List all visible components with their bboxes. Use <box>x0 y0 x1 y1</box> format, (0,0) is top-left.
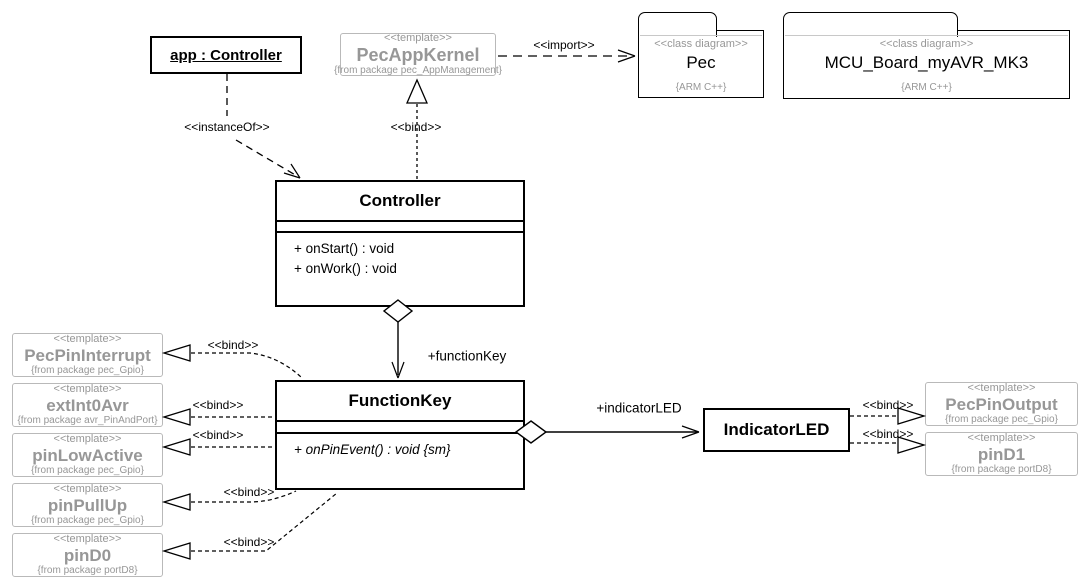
edge-aggregation-functionkey-indicatorled <box>514 420 700 444</box>
template-node-pecappkernel[interactable]: <<template>> PecAppKernel {from package … <box>334 32 502 76</box>
template-name: PecPinOutput <box>945 395 1058 414</box>
template-name: pinD0 <box>63 546 112 565</box>
class-title: IndicatorLED <box>723 420 830 439</box>
hollow-triangle-icon <box>161 493 191 511</box>
hollow-triangle-icon <box>406 78 428 104</box>
edge-label-import: <<import>> <box>533 38 595 52</box>
operation: + onWork() : void <box>294 261 397 276</box>
template-node-extint0avr[interactable]: <<template>> extInt0Avr {from package av… <box>12 383 163 427</box>
stereotype-label: <<template>> <box>53 333 122 345</box>
template-node-pind0[interactable]: <<template>> pinD0 {from package portD8} <box>12 533 163 577</box>
open-arrowhead-icon <box>283 163 301 179</box>
operations-compartment: + onPinEvent() : void {sm} <box>277 432 523 460</box>
edge-label-bind-pecpinoutput: <<bind>> <box>862 398 914 412</box>
instance-node-app-controller[interactable]: app : Controller <box>150 36 302 74</box>
attributes-compartment <box>277 220 523 231</box>
edge-label-bind-pinpullup: <<bind>> <box>223 485 275 499</box>
open-arrowhead-icon <box>617 49 636 63</box>
class-node-indicatorled[interactable]: IndicatorLED <box>703 408 850 452</box>
class-node-controller[interactable]: Controller + onStart() : void + onWork()… <box>275 180 525 307</box>
from-package-label: {from package pec_Gpio} <box>945 414 1058 425</box>
stereotype-label: <<class diagram>> <box>654 38 748 50</box>
operation: + onStart() : void <box>294 241 395 256</box>
edge-label-bind-pind0: <<bind>> <box>223 535 275 549</box>
template-name: PecPinInterrupt <box>24 346 151 365</box>
open-arrowhead-icon <box>681 425 700 439</box>
template-name: pinPullUp <box>47 496 128 515</box>
template-name: PecAppKernel <box>356 45 480 65</box>
stereotype-label: <<template>> <box>384 32 452 44</box>
stereotype-label: <<template>> <box>53 383 122 395</box>
template-node-pecpininterrupt[interactable]: <<template>> PecPinInterrupt {from packa… <box>12 333 163 377</box>
edge-label-functionkey-role: +functionKey <box>427 348 507 364</box>
stereotype-label: <<class diagram>> <box>879 38 974 50</box>
from-package-label: {from package pec_Gpio} <box>31 365 144 376</box>
class-node-functionkey[interactable]: FunctionKey + onPinEvent() : void {sm} <box>275 380 525 490</box>
stereotype-label: <<template>> <box>967 432 1036 444</box>
attributes-compartment <box>277 420 523 432</box>
from-package-label: {from package pec_Gpio} <box>31 465 144 476</box>
from-package-label: {from package portD8} <box>37 565 138 576</box>
edge-label-bind-pecappkernel: <<bind>> <box>390 120 442 134</box>
edge-label-bind-pind1: <<bind>> <box>862 427 914 441</box>
package-tag: {ARM C++} <box>901 82 952 93</box>
template-node-pind1[interactable]: <<template>> pinD1 {from package portD8} <box>925 432 1078 476</box>
package-name: MCU_Board_myAVR_MK3 <box>824 53 1029 72</box>
edge-label-indicatorled-role: +indicatorLED <box>596 400 682 416</box>
hollow-triangle-icon <box>161 344 191 362</box>
operation: + onPinEvent() : void {sm} <box>294 442 451 457</box>
template-name: extInt0Avr <box>46 396 129 415</box>
package-tab <box>638 12 717 37</box>
from-package-label: {from package pec_AppManagement} <box>334 65 502 76</box>
from-package-label: {from package portD8} <box>951 464 1052 475</box>
package-tab <box>783 12 958 37</box>
edge-label-bind-extint0avr: <<bind>> <box>192 398 244 412</box>
stereotype-label: <<template>> <box>53 483 122 495</box>
instance-label: app : Controller <box>170 46 282 64</box>
hollow-triangle-icon <box>161 542 191 560</box>
class-title: FunctionKey <box>348 391 452 410</box>
edge-label-bind-pinlowactive: <<bind>> <box>192 428 244 442</box>
package-body <box>783 30 1070 99</box>
template-node-pinpullup[interactable]: <<template>> pinPullUp {from package pec… <box>12 483 163 527</box>
template-node-pinlowactive[interactable]: <<template>> pinLowActive {from package … <box>12 433 163 477</box>
edge-aggregation-controller-functionkey <box>382 299 414 379</box>
template-name: pinD1 <box>977 445 1026 464</box>
template-node-pecpinoutput[interactable]: <<template>> PecPinOutput {from package … <box>925 382 1078 426</box>
stereotype-label: <<template>> <box>53 533 122 545</box>
stereotype-label: <<template>> <box>53 433 122 445</box>
class-title: Controller <box>359 191 441 210</box>
package-divider <box>785 35 1068 36</box>
package-name: Pec <box>686 53 716 72</box>
edge-label-instanceof: <<instanceOf>> <box>184 120 270 134</box>
from-package-label: {from package avr_PinAndPort} <box>17 415 158 426</box>
edge-bind-functionkey-pind0 <box>161 492 338 560</box>
hollow-triangle-icon <box>161 438 191 456</box>
from-package-label: {from package pec_Gpio} <box>31 515 144 526</box>
open-arrowhead-icon <box>391 361 405 379</box>
template-name: pinLowActive <box>32 446 143 465</box>
hollow-triangle-icon <box>161 408 191 426</box>
package-divider <box>640 35 762 36</box>
package-tag: {ARM C++} <box>675 82 727 93</box>
stereotype-label: <<template>> <box>967 382 1036 394</box>
edge-label-bind-pecpininterrupt: <<bind>> <box>207 338 259 352</box>
operations-compartment: + onStart() : void + onWork() : void <box>277 231 523 279</box>
